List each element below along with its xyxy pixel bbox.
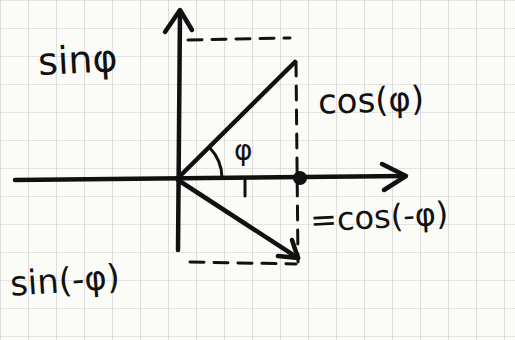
dashed-guide: [188, 38, 290, 40]
math-label: φ: [234, 136, 252, 167]
math-label: sin(-φ): [9, 258, 121, 303]
vector-arrowhead: [278, 240, 298, 258]
math-label: =cos(-φ): [309, 196, 449, 238]
math-label: cos(φ): [317, 80, 424, 121]
vector: [178, 62, 295, 178]
vertical-axis: [178, 12, 180, 250]
dashed-guide: [190, 262, 296, 264]
math-label: sinφ: [37, 38, 119, 84]
dashed-guide: [296, 62, 298, 262]
horizontal-axis: [15, 176, 405, 180]
axis-arrowhead: [165, 10, 192, 32]
tick-mark: [244, 180, 247, 196]
point-dot: [293, 171, 307, 185]
vector: [178, 180, 298, 258]
angle-arc: [210, 148, 222, 178]
axis-arrowhead: [382, 164, 406, 190]
